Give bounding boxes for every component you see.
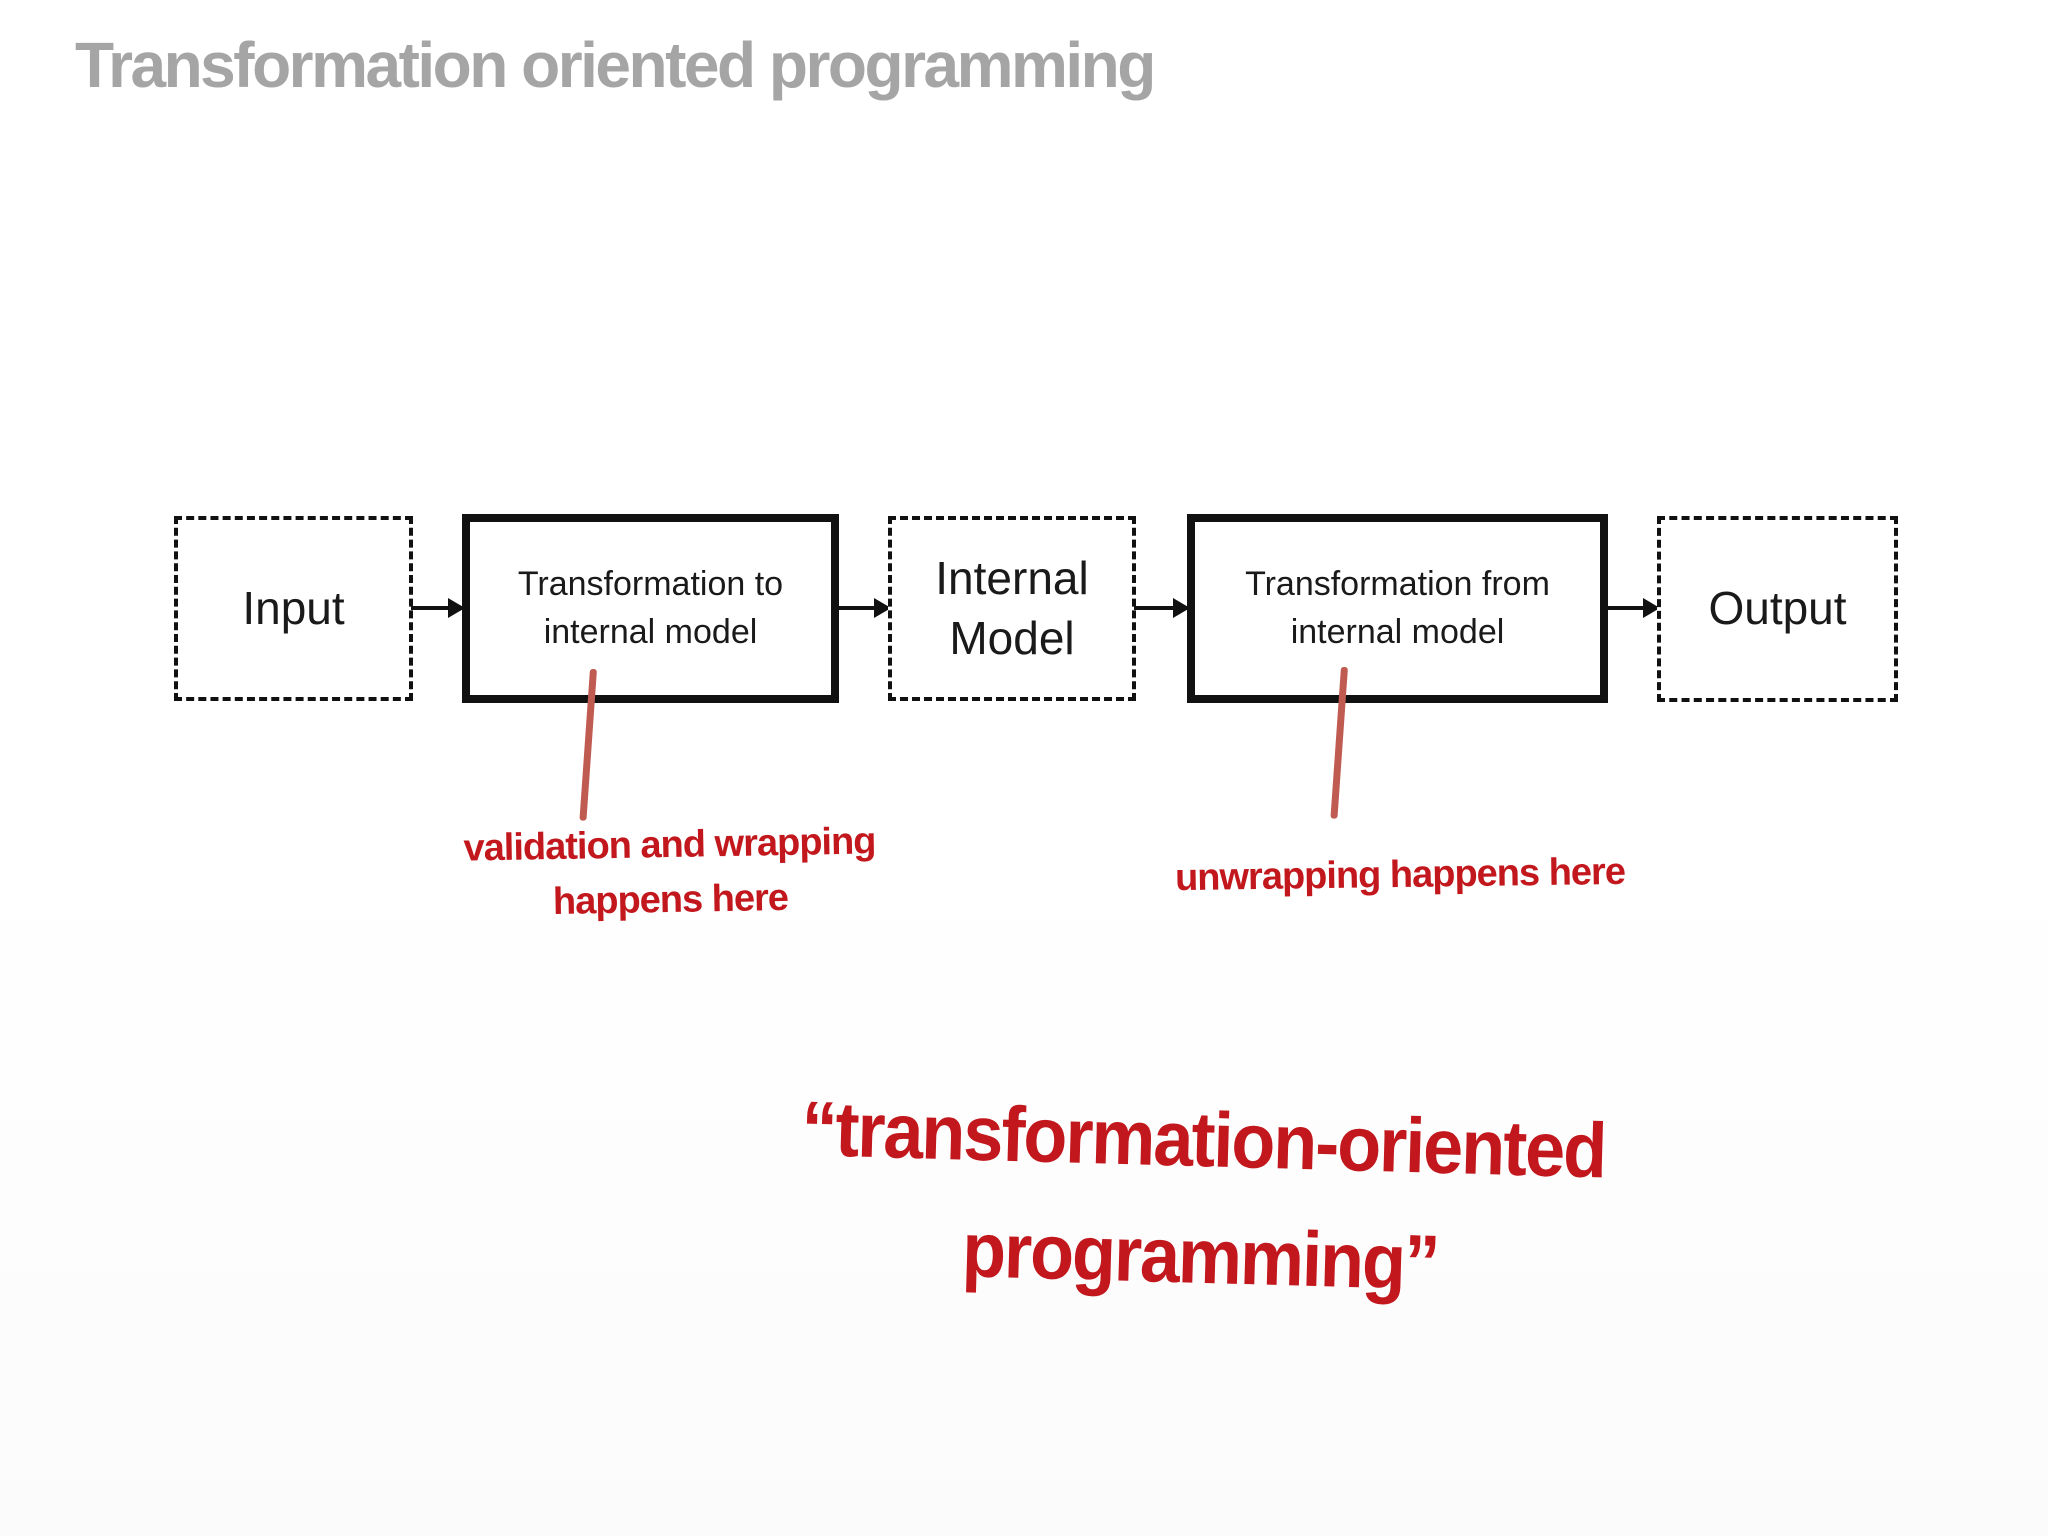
annotation-validation-line2: happens here bbox=[552, 877, 789, 924]
diagram-node-input-label: Input bbox=[242, 581, 345, 634]
diagram-node-input: Input bbox=[174, 516, 413, 701]
annotation-unwrapping-text: unwrapping happens here bbox=[1174, 850, 1626, 900]
annotation-validation-wrapping: validation and wrapping happens here bbox=[419, 814, 921, 933]
diagram-node-internal-model-label: Internal Model bbox=[935, 551, 1089, 664]
flow-arrow-input-to-transformation bbox=[411, 606, 462, 610]
diagram-node-transformation-from-internal: Transformation from internal model bbox=[1187, 514, 1608, 703]
diagram-node-output: Output bbox=[1657, 516, 1898, 702]
slide-title: Transformation oriented programming bbox=[75, 29, 1156, 101]
flow-arrow-transformation-to-model bbox=[837, 606, 888, 610]
diagram-node-transformation-from-internal-label: Transformation from internal model bbox=[1245, 564, 1550, 651]
flow-arrow-model-to-transformation bbox=[1134, 606, 1187, 610]
diagram-node-output-label: Output bbox=[1708, 582, 1847, 635]
diagram-node-internal-model: Internal Model bbox=[888, 516, 1136, 701]
annotation-unwrapping: unwrapping happens here bbox=[1150, 845, 1651, 907]
annotation-validation-line1: validation and wrapping bbox=[463, 820, 876, 870]
diagram-node-transformation-to-internal-label: Transformation to internal model bbox=[517, 564, 784, 651]
big-quote: “transformation-oriented programming” bbox=[684, 1068, 1720, 1330]
diagram-node-transformation-to-internal: Transformation to internal model bbox=[462, 514, 839, 703]
flow-arrow-transformation-to-output bbox=[1606, 606, 1657, 610]
